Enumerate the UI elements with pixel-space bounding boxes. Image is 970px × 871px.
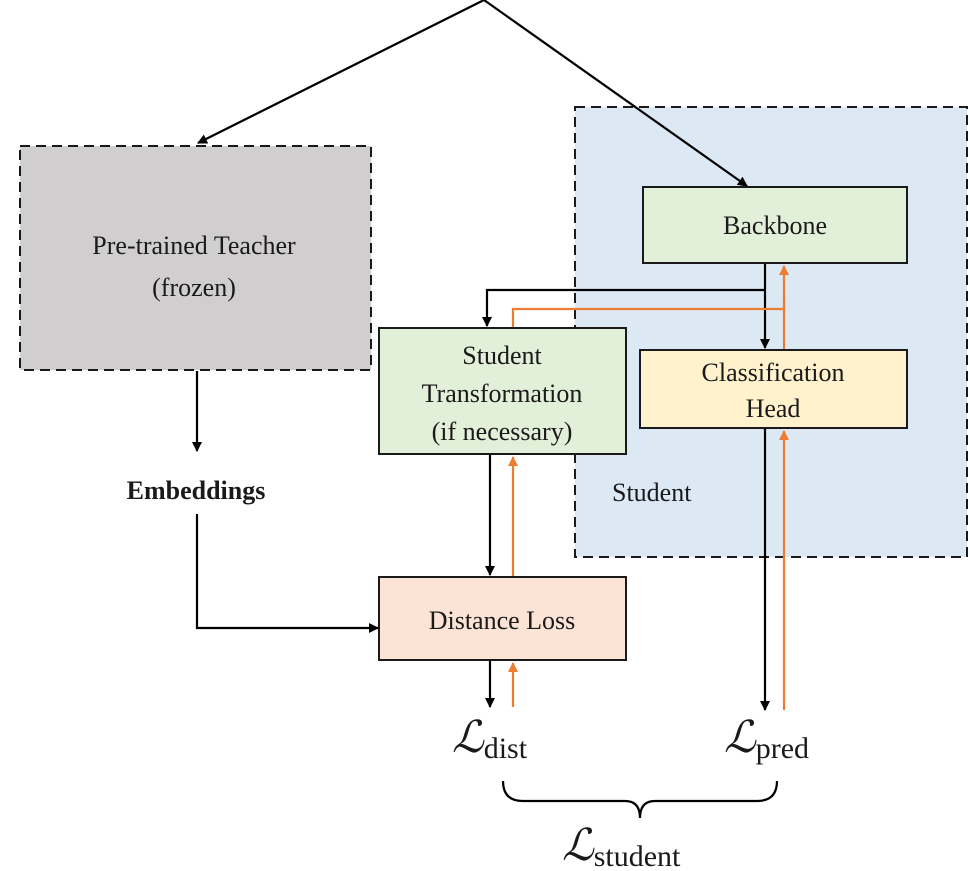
distance-loss-label: Distance Loss	[429, 606, 576, 635]
student-transformation-line2: Transformation	[422, 379, 583, 408]
distance-loss-box	[378, 576, 627, 661]
loss-dist-symbol: ℒ	[452, 712, 485, 763]
transformation-to-backbone-gradient-arrow	[511, 265, 789, 327]
classification-head-line1: Classification	[702, 358, 845, 387]
loss-sum-brace	[501, 780, 779, 819]
loss-pred-subscript: pred	[756, 732, 809, 765]
loss-student-label: ℒstudent	[562, 820, 681, 871]
forward-arrows	[192, 0, 770, 711]
embeddings-label: Embeddings	[127, 476, 266, 505]
gradient-arrows	[508, 265, 789, 710]
teacher-label-line1: Pre-trained Teacher	[92, 231, 296, 260]
loss-dist-subscript: dist	[484, 732, 528, 765]
loss-pred-symbol: ℒ	[724, 712, 757, 763]
input-to-backbone-arrow	[483, 0, 748, 187]
loss-student-subscript: student	[594, 840, 681, 871]
loss-pred-label: ℒpred	[724, 712, 809, 765]
classification-head-box	[639, 349, 908, 429]
student-transformation-line3: (if necessary)	[432, 417, 573, 446]
backbone-to-transformation-arrow	[482, 288, 765, 327]
backbone-label: Backbone	[723, 211, 827, 240]
classification-head-line2: Head	[746, 394, 801, 423]
teacher-label-line2: (frozen)	[152, 273, 236, 302]
student-transformation-line1: Student	[462, 341, 542, 370]
student-group	[574, 106, 968, 558]
teacher-box	[19, 145, 372, 371]
student-transformation-box	[378, 327, 627, 455]
loss-dist-label: ℒdist	[452, 712, 528, 765]
backbone-box	[642, 186, 908, 264]
loss-student-symbol: ℒ	[562, 820, 595, 871]
embeddings-to-distance-loss-arrow	[195, 514, 379, 633]
student-group-label: Student	[612, 478, 692, 507]
input-to-teacher-arrow	[197, 0, 485, 144]
